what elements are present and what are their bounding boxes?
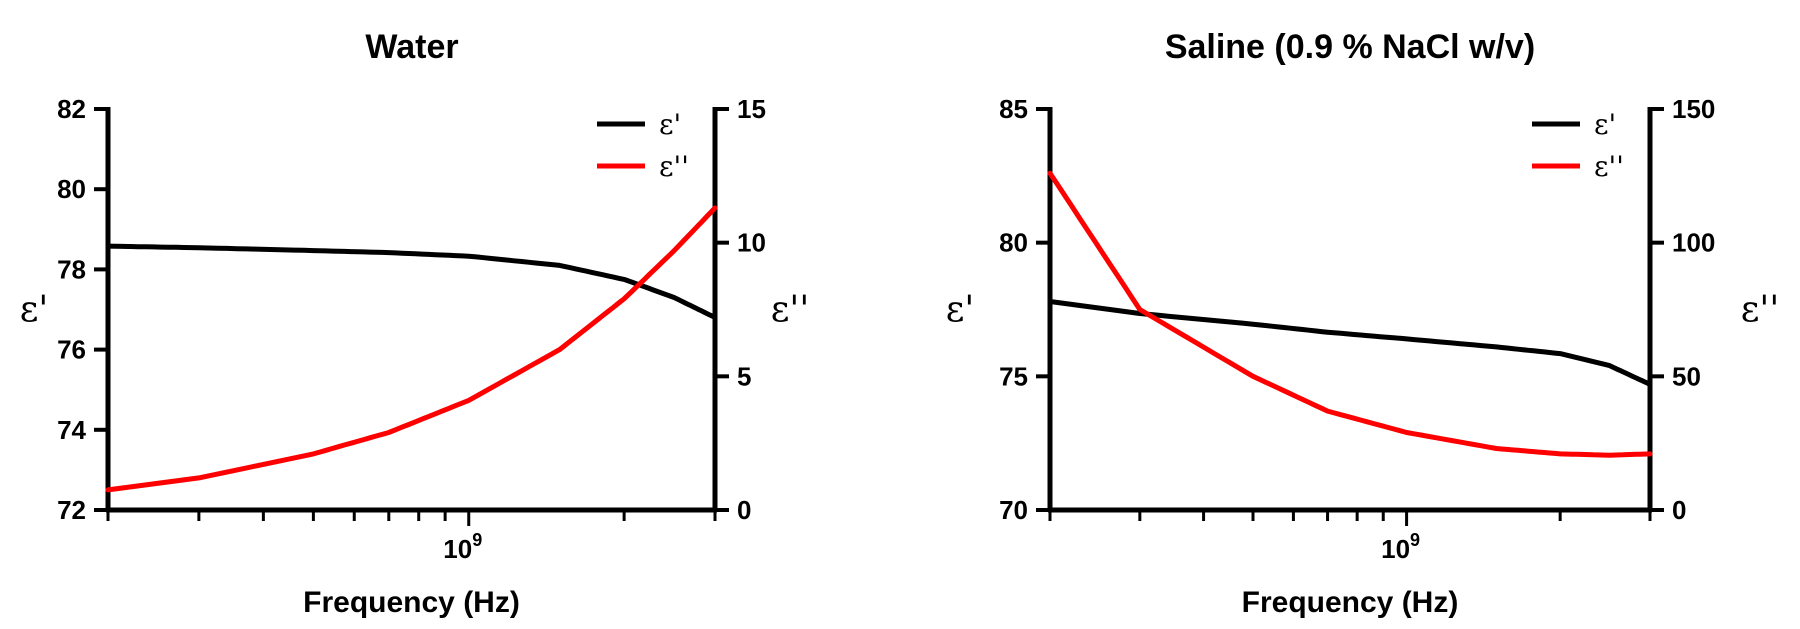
- x-tick-label-exponent: 9: [1410, 530, 1420, 550]
- x-tick-label-base: 10: [1381, 534, 1410, 564]
- right-y-tick-label: 5: [737, 361, 751, 391]
- legend-label: ε': [659, 108, 681, 141]
- left-y-tick-label: 80: [57, 174, 86, 204]
- x-tick-label-exponent: 9: [472, 530, 482, 550]
- legend-label: ε'': [659, 150, 689, 183]
- left-y-axis-label: ε': [946, 290, 975, 331]
- right-y-tick-label: 0: [1672, 495, 1686, 525]
- legend-label: ε'': [1594, 150, 1624, 183]
- left-y-axis-label: ε': [20, 290, 49, 331]
- left-y-tick-label: 80: [999, 228, 1028, 258]
- left-y-tick-label: 74: [57, 415, 86, 445]
- right-y-axis-label: ε'': [771, 290, 809, 331]
- left-y-tick-label: 72: [57, 495, 86, 525]
- left-y-tick-label: 76: [57, 335, 86, 365]
- x-tick-label: 109: [1381, 530, 1420, 564]
- chart-title: Saline (0.9 % NaCl w/v): [1165, 28, 1535, 66]
- right-y-tick-label: 10: [737, 228, 766, 258]
- series-line-eps-imag: [1047, 170, 1653, 458]
- x-axis-label: Frequency (Hz): [303, 586, 520, 619]
- x-tick-label-base: 10: [443, 534, 472, 564]
- x-axis-label: Frequency (Hz): [1242, 586, 1459, 619]
- chart-title: Water: [365, 28, 458, 66]
- chart-panel-2: Saline (0.9 % NaCl w/v) 70 75 80 85 0 50 100 150…: [946, 28, 1780, 619]
- right-y-tick-label: 50: [1672, 361, 1701, 391]
- left-y-tick-label: 75: [999, 361, 1028, 391]
- left-y-tick-label: 82: [57, 94, 86, 124]
- series-line-eps-real: [105, 243, 718, 320]
- right-y-tick-label: 150: [1672, 94, 1715, 124]
- series-line-eps-real: [1047, 299, 1653, 387]
- right-y-tick-label: 0: [737, 495, 751, 525]
- right-y-tick-label: 15: [737, 94, 766, 124]
- left-y-tick-label: 85: [999, 94, 1028, 124]
- left-y-tick-label: 70: [999, 495, 1028, 525]
- series-line-eps-imag: [105, 205, 718, 493]
- left-y-tick-label: 78: [57, 254, 86, 284]
- right-y-axis-label: ε'': [1741, 290, 1779, 331]
- right-y-tick-label: 100: [1672, 228, 1715, 258]
- x-tick-label: 109: [443, 530, 482, 564]
- legend-label: ε': [1594, 108, 1616, 141]
